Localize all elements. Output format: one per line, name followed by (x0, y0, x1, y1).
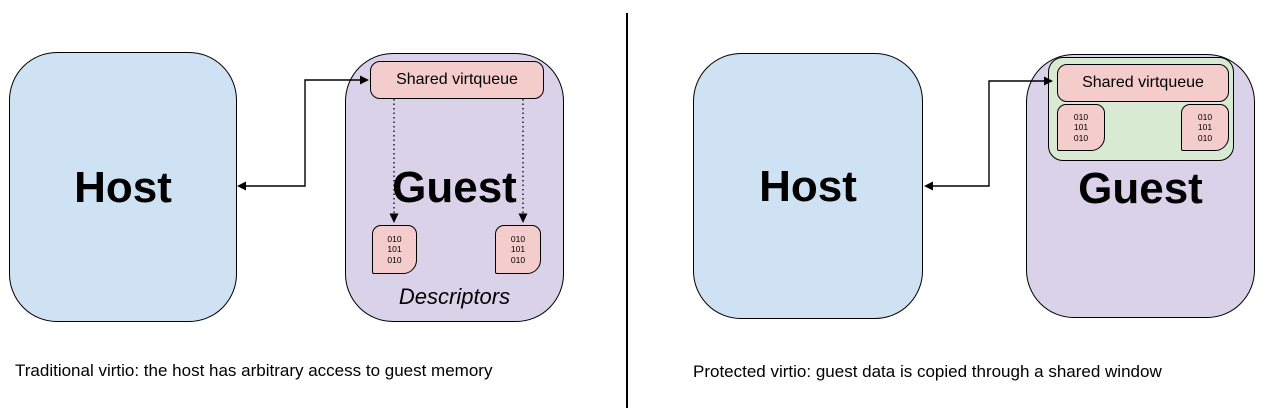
descriptor-memory-box: 010 101 010 (495, 225, 541, 274)
window-memory-box: 010 101 010 (1181, 104, 1229, 151)
memory-bits-line: 010 (1197, 132, 1213, 143)
memory-bits-line: 010 (387, 254, 402, 265)
host-label: Host (74, 163, 172, 212)
shared-virtqueue-box: Shared virtqueue (370, 61, 544, 99)
shared-window-box: Shared virtqueue 010 101 010 010 101 010 (1048, 57, 1234, 161)
arrowhead-to-host-left (237, 181, 246, 191)
memory-bits-line: 010 (510, 254, 526, 265)
memory-bits-line: 101 (510, 244, 526, 255)
host-box-traditional: Host (9, 52, 237, 322)
shared-virtqueue-box: Shared virtqueue (1057, 64, 1229, 102)
memory-bits-line: 010 (1197, 111, 1213, 122)
memory-bits-line: 101 (387, 244, 402, 255)
guest-label: Guest (1078, 164, 1203, 213)
window-memory-box: 010 101 010 (1057, 104, 1105, 151)
memory-bits-line: 010 (1073, 132, 1089, 143)
descriptors-label: Descriptors (398, 284, 511, 309)
memory-bits-line: 101 (1073, 122, 1089, 133)
descriptor-memory-box: 010 101 010 (372, 225, 417, 274)
memory-bits-line: 101 (1197, 122, 1213, 133)
caption-protected-virtio: Protected virtio: guest data is copied t… (693, 362, 1162, 381)
caption-traditional-virtio: Traditional virtio: the host has arbitra… (15, 361, 493, 380)
guest-box-protected: Shared virtqueue 010 101 010 010 101 010… (1026, 54, 1255, 318)
shared-virtqueue-label: Shared virtqueue (396, 71, 518, 88)
guest-label: Guest (392, 163, 517, 212)
memory-bits-line: 010 (1073, 111, 1089, 122)
host-box-protected: Host (693, 53, 923, 319)
arrowhead-to-host-right (924, 181, 933, 191)
guest-box-traditional: Shared virtqueue Guest 010 101 010 010 1… (345, 53, 564, 322)
memory-bits-line: 010 (387, 233, 402, 244)
host-label: Host (759, 162, 857, 211)
shared-virtqueue-label: Shared virtqueue (1082, 74, 1204, 91)
memory-bits-line: 010 (510, 233, 526, 244)
